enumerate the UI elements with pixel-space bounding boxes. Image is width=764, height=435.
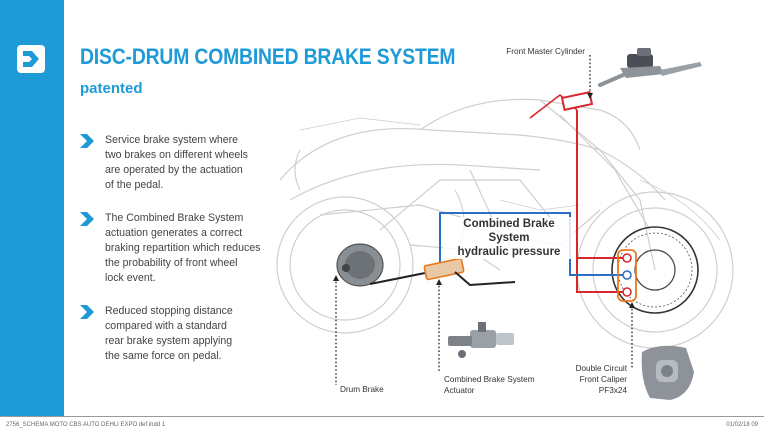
chevron-right-icon [80, 212, 94, 226]
brand-logo-icon [17, 45, 45, 73]
page-title: DISC-DRUM COMBINED BRAKE SYSTEM [80, 44, 456, 69]
caliper-illustration [641, 345, 694, 400]
feature-item: Reduced stopping distance compared with … [80, 304, 300, 364]
motorcycle-brake-diagram [276, 48, 734, 400]
feature-list: Service brake system where two brakes on… [80, 133, 300, 382]
motorcycle-detail-lines [299, 117, 721, 241]
feature-text: Reduced stopping distance compared with … [105, 305, 233, 362]
front-master-cylinder [560, 91, 594, 111]
footer-file-name: 2756_SCHEMA MOTO CBS AUTO DEHLI EXPO def… [6, 422, 166, 428]
feature-item: The Combined Brake System actuation gene… [80, 211, 300, 286]
drum-brake [336, 243, 384, 287]
footer-divider [0, 416, 764, 417]
feature-item: Service brake system where two brakes on… [80, 133, 300, 193]
feature-text: Service brake system where two brakes on… [105, 134, 248, 191]
callout-leaders [335, 55, 633, 385]
actuator-illustration [448, 322, 514, 358]
cbs-actuator [423, 257, 465, 281]
actuator-label: Combined Brake System Actuator [444, 375, 535, 395]
feature-text: The Combined Brake System actuation gene… [105, 212, 261, 284]
footer-date: 01/02/18 09 [726, 422, 758, 428]
front-caliper [617, 249, 637, 302]
chevron-right-icon [80, 305, 94, 319]
cbs-circuit-line [439, 212, 623, 276]
page-subtitle: patented [80, 80, 143, 97]
hydraulic-pressure-label: Combined Brake System hydraulic pressure [443, 217, 575, 259]
drum-brake-label: Drum Brake [340, 385, 384, 394]
master-cylinder-illustration [598, 48, 702, 87]
chevron-right-icon [80, 134, 94, 148]
front-circuit-line [576, 110, 623, 293]
callout-arrowheads [333, 93, 635, 308]
front-master-cylinder-label: Front Master Cylinder [506, 47, 585, 56]
brake-pedal [454, 271, 516, 287]
brake-rod [369, 271, 431, 285]
front-caliper-label: Double Circuit Front Caliper PF3x24 [575, 364, 627, 395]
